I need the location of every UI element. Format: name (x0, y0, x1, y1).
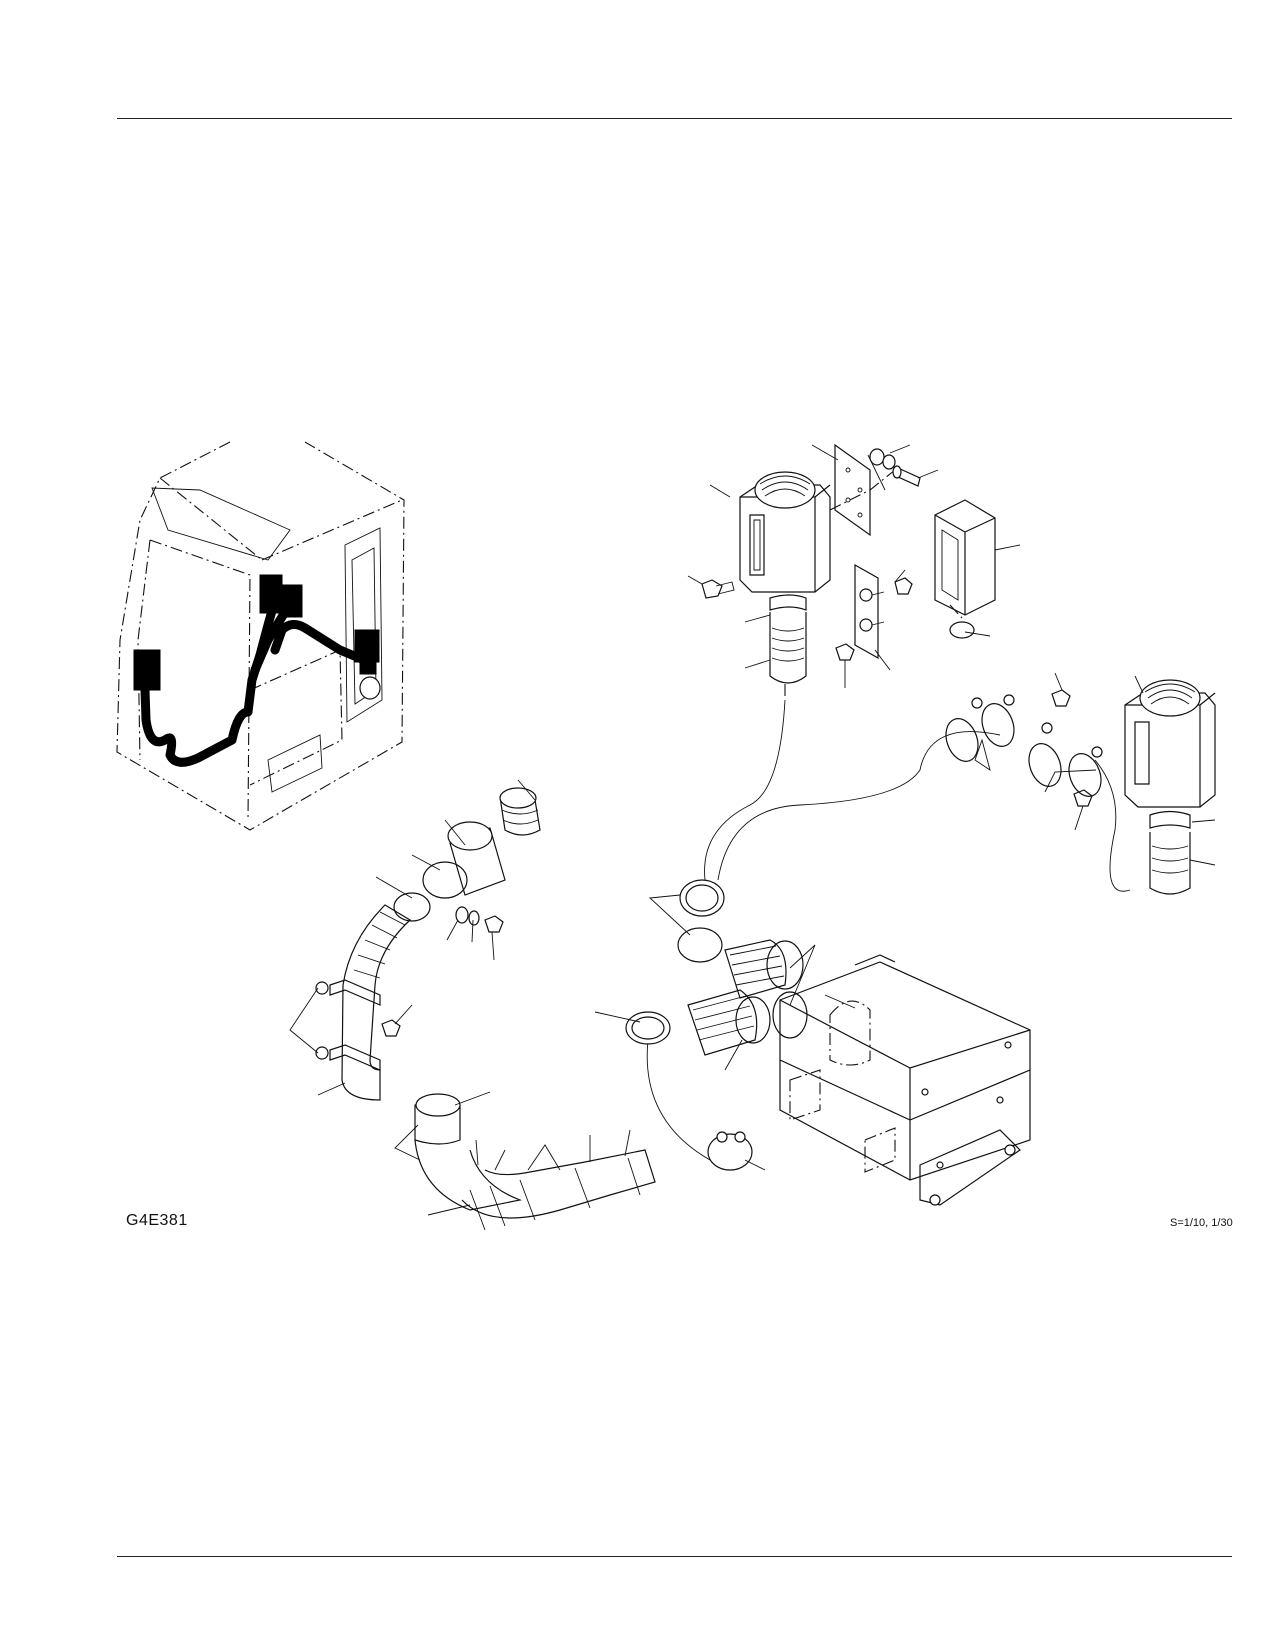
duct-hose (626, 700, 1130, 1160)
footer-rule (117, 1556, 1232, 1557)
mounting-bracket (830, 445, 895, 535)
bolt (382, 466, 1092, 1036)
cab-outline (117, 442, 404, 830)
washer (870, 449, 895, 469)
duct-hose (316, 788, 752, 1230)
wiring-harness (134, 575, 379, 762)
mounting-bracket (935, 500, 995, 638)
air-vent-unit (740, 472, 830, 700)
switch-panel (855, 565, 884, 658)
scale-label: S=1/10, 1/30 (1170, 1217, 1233, 1229)
air-conditioner-unit (780, 955, 1030, 1205)
figure-code: G4E381 (126, 1212, 188, 1229)
header-rule (117, 118, 1232, 119)
hose-clamp (940, 695, 1106, 801)
washer (456, 907, 479, 925)
air-vent-unit (1125, 680, 1215, 894)
leader-lines (290, 445, 1215, 1215)
